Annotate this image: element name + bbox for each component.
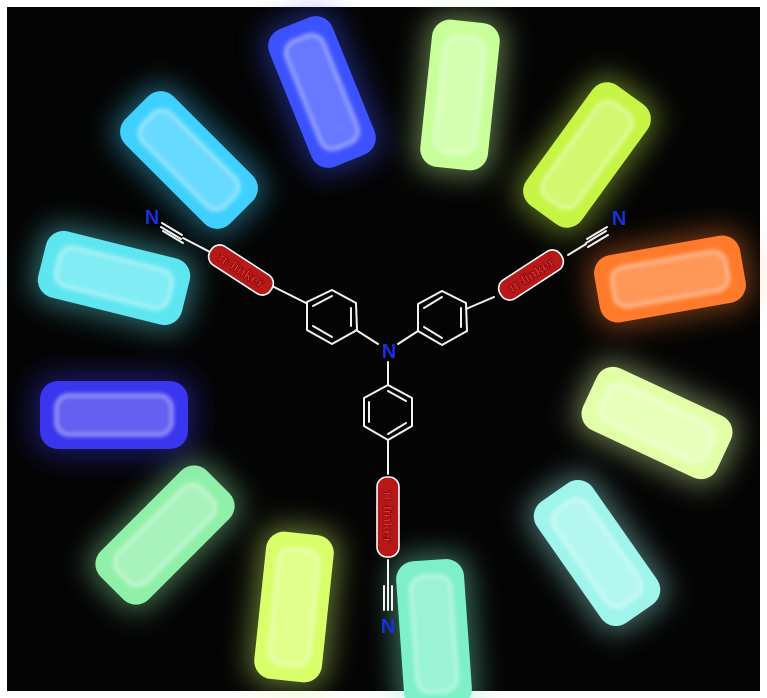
atom-terminal-n-left: N [145,207,159,229]
vial-cyan-left [31,224,197,332]
vial-pale-green-top [414,13,506,177]
vial-aqua-right [526,473,668,633]
vial-indigo-left [34,375,194,455]
vial-sky-blue-top-left-inner [137,108,241,212]
bond-left-arm [182,237,211,253]
bond-right-to-n [397,330,419,345]
bond-right-arm [567,243,587,256]
atom-center-n: N [382,341,396,363]
bond-right-arm-2 [465,296,495,310]
vial-teal-bottom [389,552,479,698]
vial-yellow-green-inner [540,99,634,211]
vial-blue-top-inner [284,33,360,151]
vial-cyan-left-inner [54,245,174,311]
bond-left-arm-2 [271,285,307,304]
vials [31,9,753,698]
vial-teal-bottom-inner [409,574,459,694]
vial-blue-top [261,9,383,175]
vial-aqua-right-inner [550,497,644,609]
atom-terminal-n-right: N [612,208,626,230]
vial-sky-blue-top-left [113,84,265,236]
vial-pale-yellow-green [574,360,740,486]
atom-terminal-n-bottom: N [381,616,395,638]
vial-pale-yellow-green-inner [598,383,716,463]
vial-lime-bottom-inner [267,547,321,667]
vial-green-left-inner [113,483,217,587]
vial-indigo-left-inner [54,393,174,437]
bond-nitrile-triple-right [585,226,609,248]
linker-bottom-label: π-linker [380,491,396,544]
benzene-right [417,289,469,347]
vial-lime-bottom [248,525,340,689]
bond-nitrile-triple-bottom [383,585,393,611]
vial-yellow-green [516,75,658,235]
vial-green-left [88,458,242,612]
linker-bottom: π-linker [376,476,400,558]
molecule-bonds [160,222,609,611]
bond-nitrile-triple-left [160,222,184,244]
bond-left-to-n [355,329,379,345]
vial-orange-inner [609,249,731,309]
vial-orange [587,229,753,329]
vial-pale-green-top-inner [433,35,487,155]
